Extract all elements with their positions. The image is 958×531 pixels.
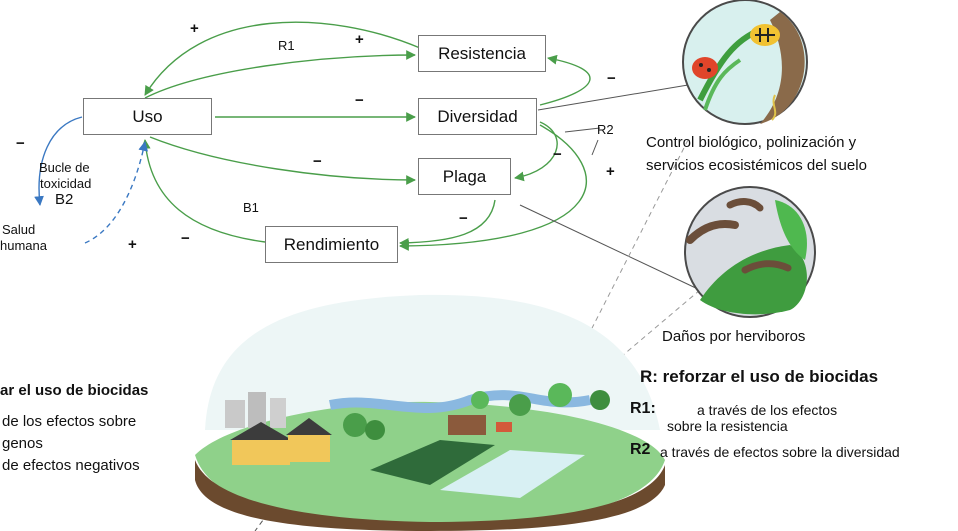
node-diversidad: Diversidad	[418, 98, 537, 135]
sign-salud-plus: +	[128, 236, 137, 253]
right-panel-r1-key: R1:	[630, 399, 656, 419]
sign-uso-diversidad: −	[355, 92, 364, 109]
label-r1: R1	[278, 38, 295, 53]
control-biologico-illustration	[682, 0, 808, 125]
sign-rendimiento-uso: −	[181, 230, 190, 247]
node-rendimiento: Rendimiento	[265, 226, 398, 263]
callout-line-control	[537, 84, 689, 111]
arrow-resistencia-uso	[144, 21, 421, 96]
r1-key-text: R1	[630, 400, 651, 417]
sign-uso-plaga: −	[313, 153, 322, 170]
right-panel-r1-line-2: sobre la resistencia	[667, 418, 788, 434]
danos-illustration	[684, 186, 816, 318]
arrow-plaga-rendimiento	[399, 199, 496, 248]
sign-resistencia-feedback: −	[607, 70, 616, 87]
arrow-diversidad-rendimiento	[399, 124, 587, 251]
sign-uso-salud: −	[16, 135, 25, 152]
sign-r2-minus: −	[553, 146, 562, 163]
arrow-uso-resistencia	[144, 50, 416, 99]
arrow-uso-plaga	[149, 136, 416, 185]
r2-leader	[564, 127, 601, 156]
caption-control-2: servicios ecosistémicos del suelo	[646, 157, 867, 174]
label-r2: R2	[597, 122, 614, 137]
node-uso: Uso	[83, 98, 212, 135]
arrow-salud-uso	[84, 141, 148, 244]
right-panel-r2-key: R2	[630, 441, 651, 458]
node-resistencia: Resistencia	[418, 35, 546, 72]
label-health-2: humana	[0, 238, 47, 253]
landscape-illustration	[195, 294, 665, 531]
arrow-rendimiento-uso	[140, 139, 266, 243]
arrow-diversidad-resistencia	[539, 54, 591, 106]
dashed-line-danos	[569, 289, 701, 401]
caption-control-1: Control biológico, polinización y	[646, 134, 857, 151]
arrow-uso-salud	[34, 116, 83, 206]
label-health-1: Salud	[2, 222, 36, 237]
right-panel-title: R: reforzar el uso de biocidas	[640, 367, 879, 386]
node-plaga: Plaga	[418, 158, 511, 195]
left-panel-title: ar el uso de biocidas	[0, 382, 149, 399]
label-b2: B2	[55, 191, 74, 208]
label-toxicity-1: Bucle de	[39, 160, 90, 175]
r1-key-colon: :	[650, 400, 656, 417]
sign-plaga-rendimiento: −	[459, 210, 468, 227]
sign-r1-plus: +	[355, 31, 364, 48]
sign-r2-plus: +	[606, 163, 615, 180]
caption-danos: Daños por herviboros	[662, 328, 806, 345]
label-b1: B1	[243, 200, 259, 215]
right-panel-r2-text: a través de efectos sobre la diversidad	[660, 444, 900, 460]
left-panel-line-3: de efectos negativos	[2, 457, 140, 474]
callout-line-danos	[519, 204, 701, 291]
label-toxicity-2: toxicidad	[40, 176, 92, 191]
sign-uso-resistencia-top: +	[190, 20, 199, 37]
left-panel-line-1: de los efectos sobre	[2, 413, 137, 430]
right-panel-r1-line-1: a través de los efectos	[697, 402, 838, 418]
arrow-diversidad-plaga	[514, 121, 558, 182]
left-panel-line-2: genos	[2, 435, 43, 452]
